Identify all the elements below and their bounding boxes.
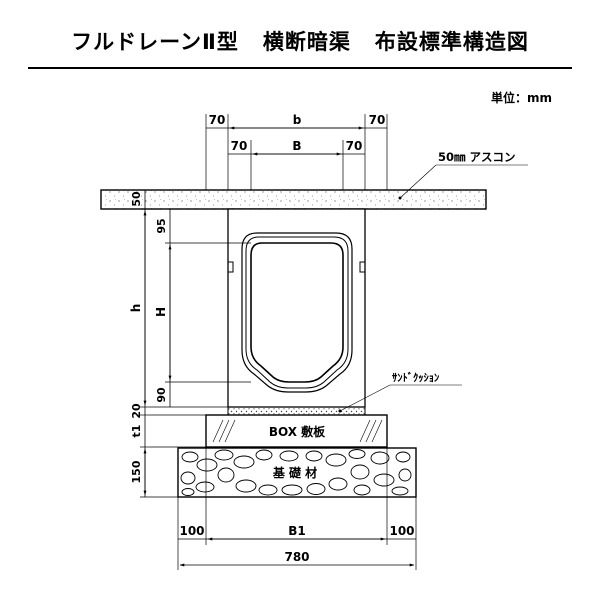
- drawing-title: フルドレーンⅡ型横断暗渠布設標準構造図: [0, 26, 600, 56]
- title-subject: 布設標準構造図: [374, 30, 529, 54]
- foundation-label: 基 礎 材: [272, 465, 317, 480]
- dim-inner-70-right: 70: [346, 139, 363, 153]
- box-slab: [205, 414, 388, 448]
- bottom-dimension-lines: [177, 447, 417, 570]
- dim-pave-50: 50: [130, 191, 143, 207]
- dim-wall-95: 95: [155, 218, 168, 233]
- title-underline: [28, 67, 572, 69]
- dim-top-70-right: 70: [369, 113, 386, 127]
- top-dimension-lines: [205, 114, 388, 190]
- dim-bottom-100-left: 100: [179, 524, 204, 538]
- asphalt-layer: [100, 189, 487, 210]
- dim-cushion-20: 20: [130, 403, 143, 419]
- dim-top-70-left: 70: [209, 113, 226, 127]
- unit-label: 単位：mm: [490, 91, 552, 105]
- asphalt-leader: [398, 164, 528, 200]
- title-product: フルドレーンⅡ型: [71, 30, 239, 54]
- dim-inner-70-left: 70: [231, 139, 248, 153]
- sand-cushion-label: ｻﾝﾄﾞｸｯｼｮﾝ: [392, 371, 439, 384]
- dim-top-b: b: [293, 113, 302, 127]
- dim-foundation-150: 150: [130, 460, 143, 483]
- sand-cushion: [227, 406, 366, 416]
- dim-inner-B: B: [292, 139, 301, 153]
- left-dimension-lines: [140, 189, 251, 498]
- dim-bottom-100-right: 100: [389, 524, 414, 538]
- channel-body: [227, 208, 366, 408]
- dim-slab-t1: t1: [130, 425, 143, 438]
- sand-cushion-leader: [338, 384, 462, 413]
- asphalt-label: 50㎜ アスコン: [438, 150, 516, 164]
- box-slab-label: BOX 敷板: [269, 424, 326, 439]
- dim-wall-90: 90: [155, 387, 168, 403]
- inner-dimension-lines: [228, 140, 365, 190]
- dim-bottom-B1: B1: [288, 524, 306, 538]
- dim-height-h: h: [129, 304, 143, 313]
- dim-total-780: 780: [284, 550, 309, 564]
- dim-height-H: H: [154, 307, 168, 317]
- title-type: 横断暗渠: [262, 30, 351, 54]
